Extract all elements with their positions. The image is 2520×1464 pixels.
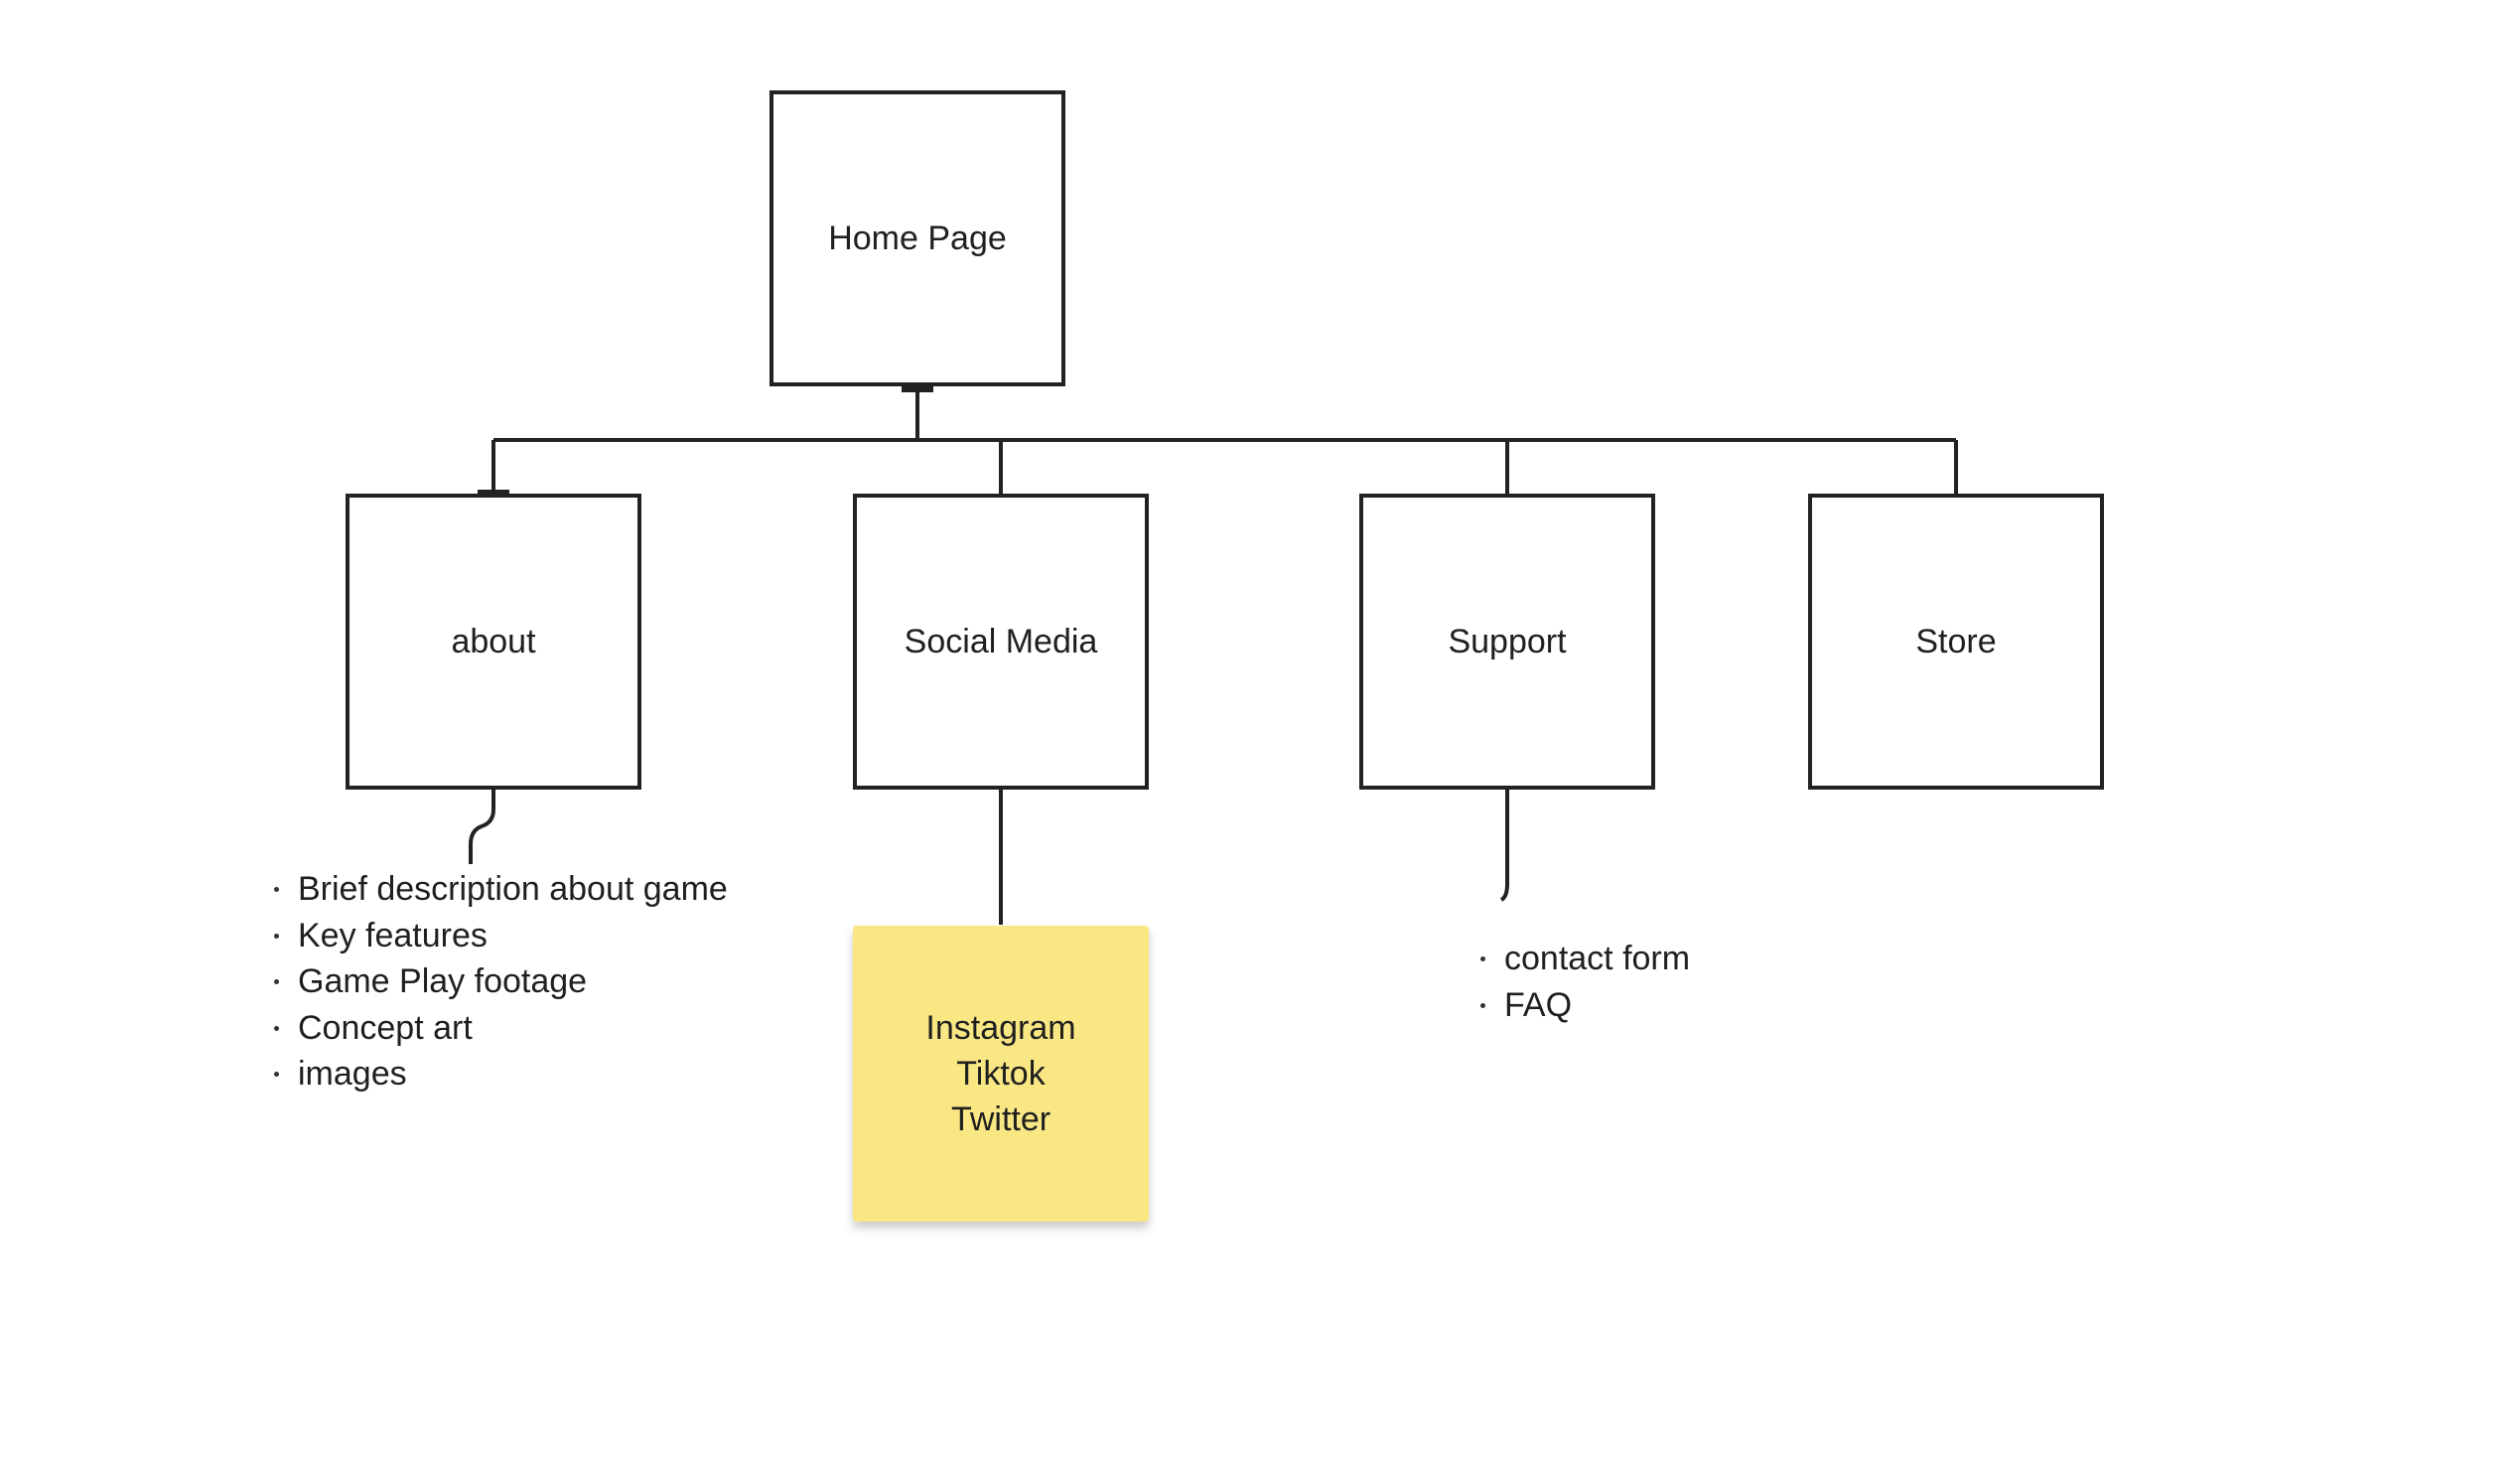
- list-item: FAQ: [1476, 982, 1690, 1029]
- social-media-sticky-note[interactable]: Instagram Tiktok Twitter: [853, 926, 1149, 1222]
- list-item: Game Play footage: [270, 958, 728, 1005]
- sticky-line-instagram: Instagram: [925, 1009, 1076, 1047]
- list-item: Key features: [270, 913, 728, 959]
- bullet-dot: [274, 979, 279, 984]
- bullet-dot: [1480, 956, 1485, 961]
- sticky-line-tiktok: Tiktok: [956, 1055, 1046, 1093]
- bullet-dot: [274, 933, 279, 939]
- support-label: Support: [1448, 622, 1567, 660]
- home-page-label: Home Page: [828, 219, 1007, 257]
- list-item: images: [270, 1051, 728, 1098]
- about-details-list: Brief description about game Key feature…: [270, 866, 728, 1098]
- support-details-list: contact form FAQ: [1476, 936, 1690, 1028]
- bullet-dot: [1480, 1002, 1485, 1008]
- social-media-label: Social Media: [904, 622, 1098, 660]
- list-item: Concept art: [270, 1005, 728, 1052]
- bullet-dot: [274, 1072, 279, 1077]
- bullet-dot: [274, 887, 279, 892]
- bullet-dot: [274, 1025, 279, 1031]
- sticky-line-twitter: Twitter: [950, 1100, 1051, 1138]
- about-details-connector: [469, 790, 495, 864]
- about-node[interactable]: about: [346, 494, 641, 790]
- list-item: Brief description about game: [270, 866, 728, 913]
- store-node[interactable]: Store: [1808, 494, 2104, 790]
- support-details-connector: [1499, 790, 1509, 902]
- home-page-node[interactable]: Home Page: [770, 90, 1065, 386]
- about-label: about: [451, 622, 536, 660]
- list-item: contact form: [1476, 936, 1690, 982]
- support-node[interactable]: Support: [1359, 494, 1655, 790]
- social-media-node[interactable]: Social Media: [853, 494, 1149, 790]
- store-label: Store: [1915, 622, 1997, 660]
